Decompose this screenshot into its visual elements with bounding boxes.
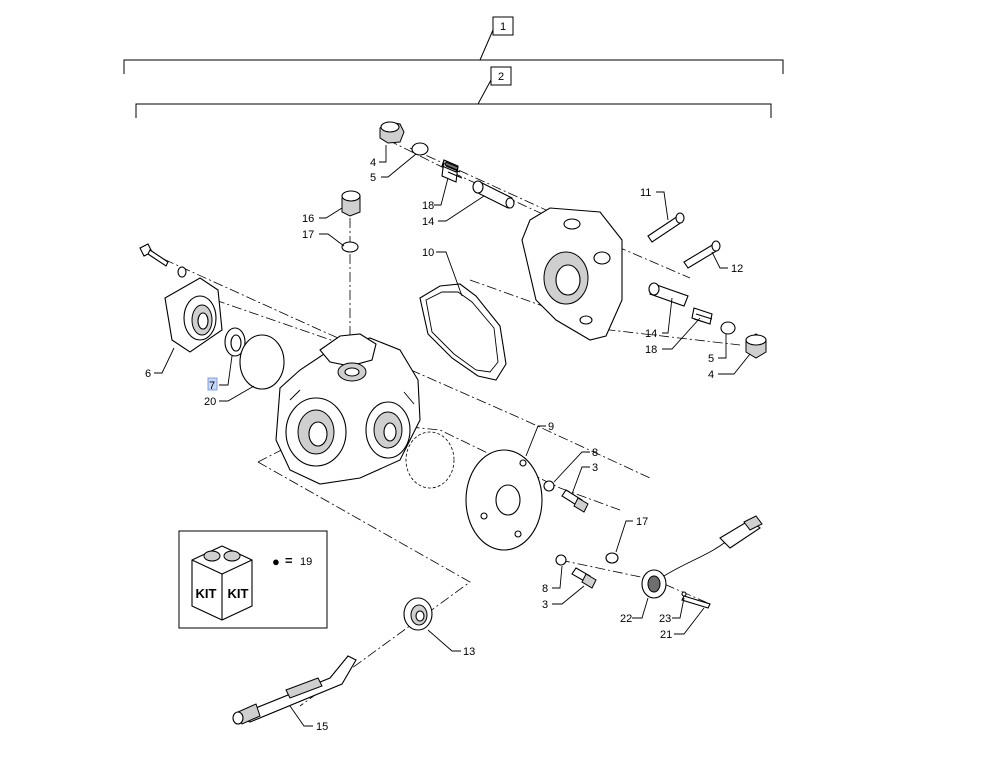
- bolt-12: [683, 240, 721, 269]
- washer-8-upper: [543, 480, 555, 492]
- callout-15: 15: [316, 721, 328, 733]
- sensor-22: [641, 515, 763, 599]
- pump-housing: [275, 333, 421, 485]
- callout-7: 7: [209, 380, 215, 392]
- callout-7-highlight: [207, 377, 218, 391]
- callout-5-top: 5: [370, 172, 376, 184]
- callout-9: 9: [548, 421, 554, 433]
- plug-4-right: [745, 333, 767, 359]
- spring-18-right: [691, 307, 713, 325]
- plug-16: [341, 190, 361, 217]
- bolt-11: [647, 212, 685, 243]
- callout-21: 21: [660, 629, 672, 641]
- callout-12: 12: [731, 263, 743, 275]
- washer-8-lower: [555, 554, 567, 566]
- callout-4-top: 4: [370, 157, 376, 169]
- callout-17-lower: 17: [636, 516, 648, 528]
- callout-6: 6: [145, 368, 151, 380]
- o-ring-17-top: [341, 241, 359, 253]
- seal-7: [224, 327, 246, 357]
- callout-22: 22: [620, 613, 632, 625]
- o-ring-5-top: [411, 142, 429, 156]
- callout-3-lower: 3: [542, 599, 548, 611]
- kit-label-right: KIT: [228, 586, 249, 601]
- screw-21: [681, 591, 711, 609]
- assembly-box-1-label: 1: [500, 21, 506, 33]
- callout-11: 11: [640, 187, 651, 199]
- assembly-bracket-1: 1: [123, 16, 784, 74]
- callout-13: 13: [463, 646, 475, 658]
- kit-label-left: KIT: [196, 586, 217, 601]
- bolt-top-left: [139, 243, 187, 278]
- callout-3-upper: 3: [592, 462, 598, 474]
- callout-14-right: 14: [645, 328, 657, 340]
- kit-ref-19: 19: [300, 556, 312, 568]
- callout-labels: 4 5 18 14 16 17 10 11 12 14 18 5 4 6 7 2…: [145, 157, 743, 733]
- screw-3-upper: [561, 489, 589, 513]
- gasket-10: [419, 283, 507, 381]
- screw-3-lower: [571, 567, 597, 589]
- flange-6: [164, 277, 223, 353]
- callout-17-top: 17: [302, 229, 314, 241]
- kit-equals: =: [285, 553, 293, 568]
- leader-lines: [154, 145, 751, 727]
- spring-18-top: [441, 159, 463, 183]
- callout-18-top: 18: [422, 200, 434, 212]
- callout-14-top: 14: [422, 216, 434, 228]
- callout-5-right: 5: [708, 353, 714, 365]
- callout-10: 10: [422, 247, 434, 259]
- callout-18-right: 18: [645, 344, 657, 356]
- rear-cover: [521, 207, 623, 341]
- assembly-box-2-label: 2: [498, 71, 504, 83]
- seal-13: [403, 597, 433, 631]
- callout-4-right: 4: [708, 369, 714, 381]
- plug-4-top: [379, 121, 405, 144]
- spool-14-top: [472, 180, 515, 209]
- kit-marker-dot: ●: [272, 554, 280, 569]
- callout-20: 20: [204, 396, 216, 408]
- callout-8-upper: 8: [592, 447, 598, 459]
- spool-14-right: [648, 282, 689, 307]
- callout-16: 16: [302, 213, 314, 225]
- o-ring-17-lower: [605, 552, 619, 564]
- kit-legend: KIT KIT ● = 19: [178, 530, 328, 629]
- callout-23: 23: [659, 613, 671, 625]
- o-ring-20: [239, 334, 285, 390]
- o-ring-5-right: [720, 321, 736, 335]
- o-ring-dashed: [405, 431, 455, 489]
- callout-8-lower: 8: [542, 583, 548, 595]
- shaft-15: [232, 655, 357, 725]
- assembly-bracket-2: 2: [135, 66, 772, 118]
- plate-9: [465, 449, 543, 551]
